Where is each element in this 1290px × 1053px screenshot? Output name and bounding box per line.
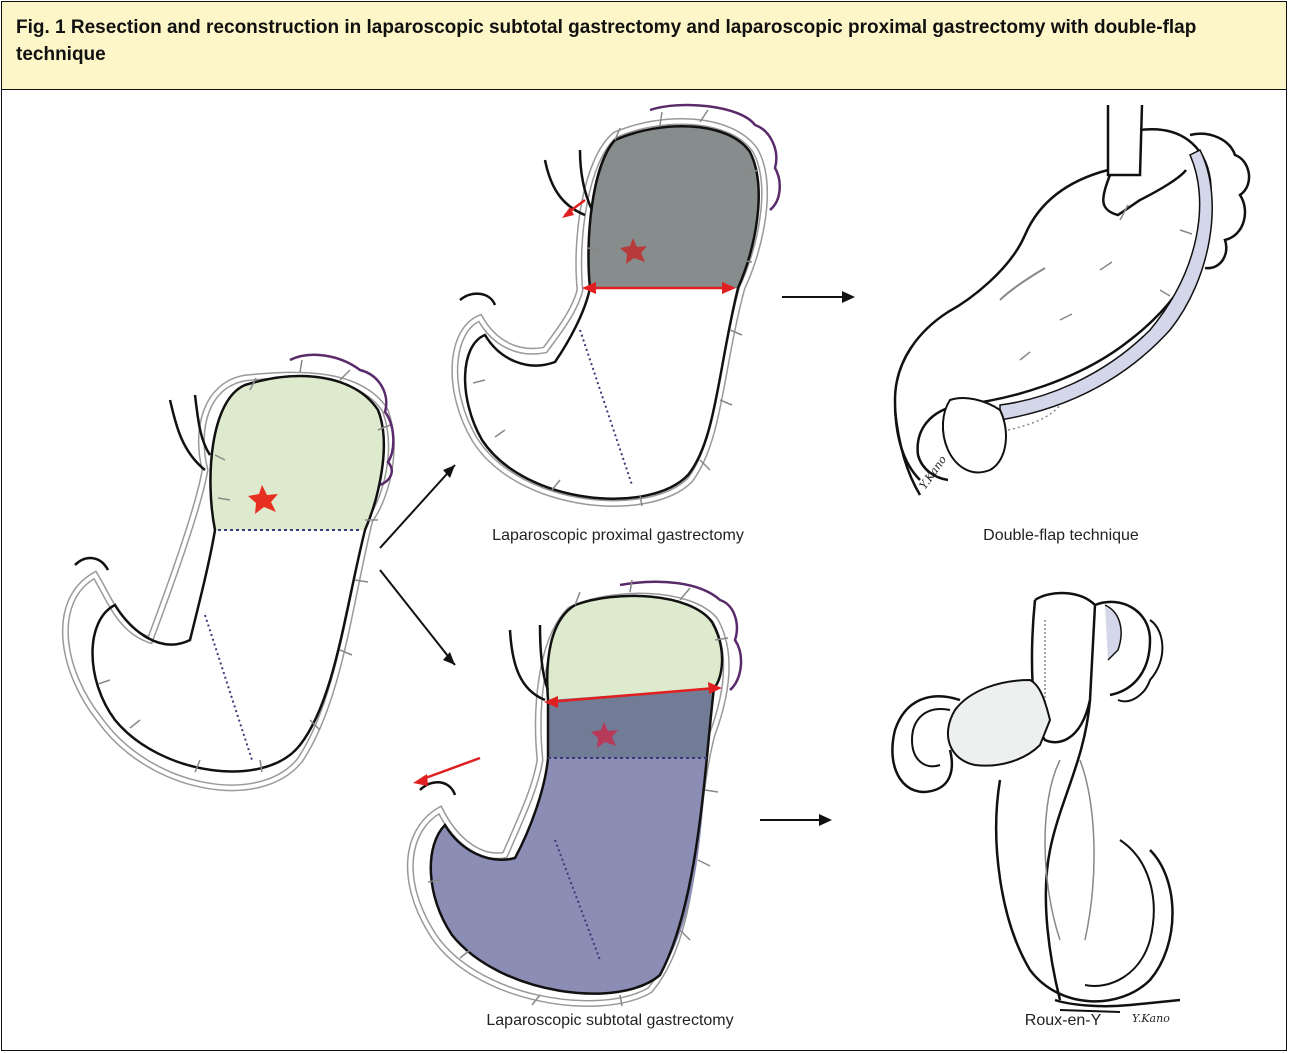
overlap-resected-region [548, 688, 714, 758]
double-flap-drawing: Y.Kano [895, 105, 1249, 495]
proximal-gastrectomy-drawing [455, 105, 780, 506]
upper-stomach-region [210, 376, 383, 530]
label-subtotal-gastrectomy: Laparoscopic subtotal gastrectomy [486, 1012, 733, 1030]
subtotal-gastrectomy-drawing [410, 580, 741, 1006]
subtotal-resected-region [431, 758, 708, 994]
roux-en-y-signature: Y.Kano [1132, 1012, 1170, 1025]
remnant-pancreas [948, 680, 1050, 766]
label-double-flap: Double-flap technique [983, 527, 1139, 545]
flap-region [1000, 150, 1212, 420]
original-stomach [65, 355, 393, 788]
label-roux-en-y: Roux-en-Y [1025, 1012, 1101, 1030]
double-flap-signature: Y.Kano [917, 453, 950, 492]
label-proximal-gastrectomy: Laparoscopic proximal gastrectomy [492, 527, 744, 545]
roux-en-y-drawing: Y.Kano [892, 593, 1180, 1025]
upper-stomach-remnant [547, 596, 722, 700]
resected-proximal-region [588, 126, 758, 288]
